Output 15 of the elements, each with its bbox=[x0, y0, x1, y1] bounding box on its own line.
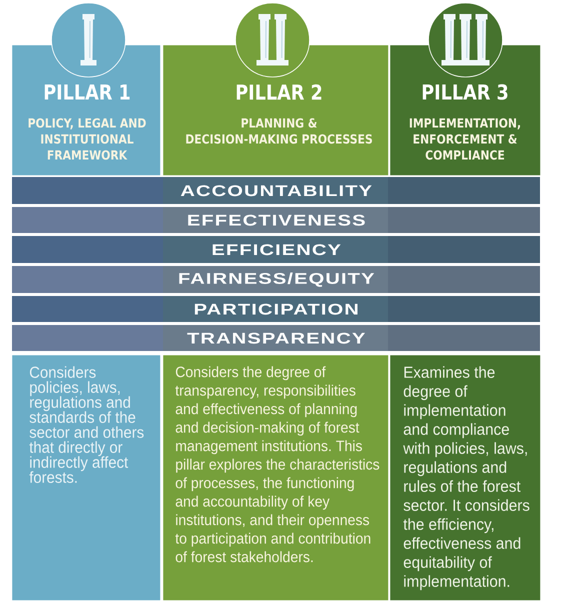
band: PARTICIPATION bbox=[12, 296, 540, 322]
description-box: Considers the degree of transparency, responsibilities and effectiveness of planning and decision-making of forest management institutions. This pillar explores the characteristics of processes, the functioning and accountability of key institutions, and their openness to participation and contribution of forest stakeholders. bbox=[163, 355, 388, 600]
pillar-title: PILLAR 3 bbox=[422, 84, 508, 100]
description-box: Examines the degree of implementation and compliance with policies, laws, regulations and rules of the forest sector. It considers the efficiency, effectiveness and equitability of implementation. bbox=[390, 355, 540, 600]
pillar-title: PILLAR 1 bbox=[44, 84, 130, 100]
description-box: Considers policies, laws, regulations and standards of the sector and others that directly or indirectly affect forests. bbox=[12, 355, 160, 600]
band: EFFECTIVENESS bbox=[12, 207, 540, 233]
band: FAIRNESS/EQUITY bbox=[12, 266, 540, 293]
pillar-subtitle: POLICY, LEGAL AND INSTITUTIONAL FRAMEWORK bbox=[28, 118, 146, 160]
pillar-title: PILLAR 2 bbox=[236, 84, 322, 100]
band: TRANSPARENCY bbox=[12, 325, 540, 351]
pillar-subtitle: IMPLEMENTATION, ENFORCEMENT & COMPLIANCE bbox=[410, 118, 520, 160]
pillar-subtitle: PLANNING & DECISION-MAKING PROCESSES bbox=[186, 118, 372, 144]
band: ACCOUNTABILITY bbox=[12, 177, 540, 204]
band: EFFICIENCY bbox=[12, 236, 540, 263]
